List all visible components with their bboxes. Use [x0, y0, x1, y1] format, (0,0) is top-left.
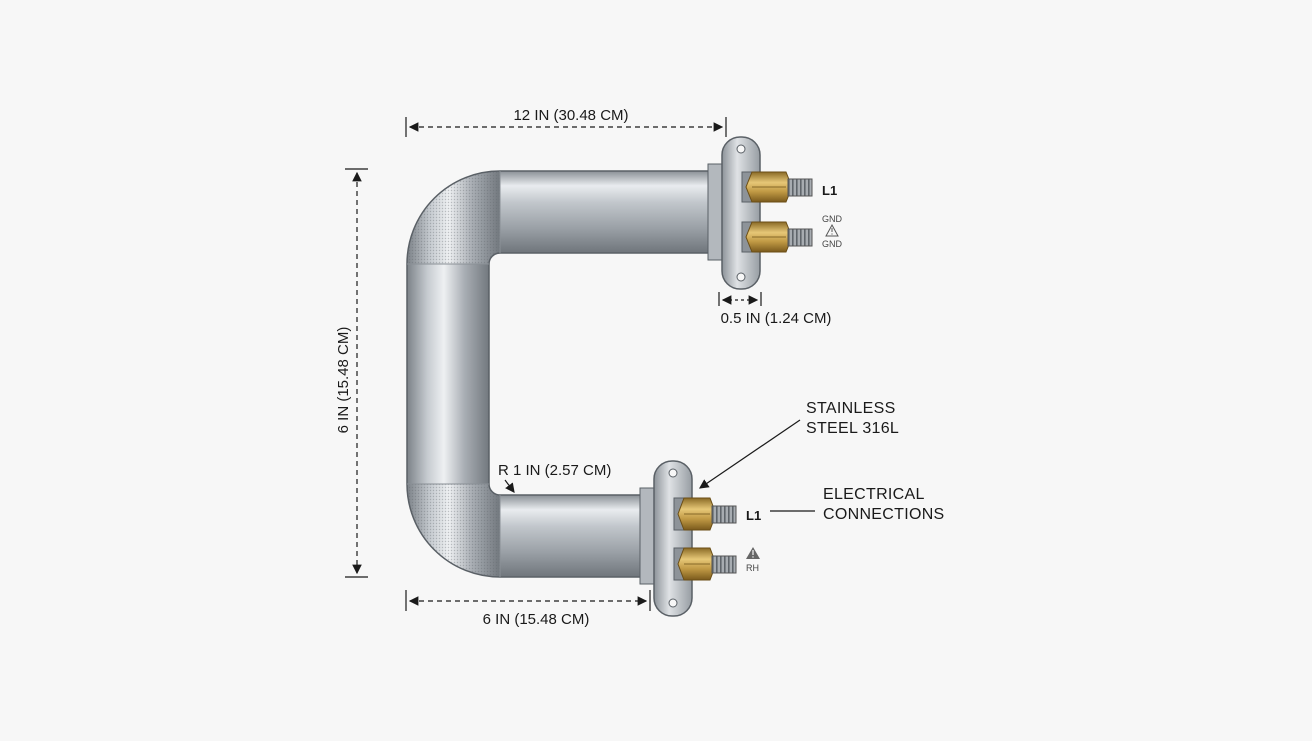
dim-flange-thickness: 0.5 IN (1.24 CM) [721, 310, 832, 327]
terminal-top-l1: L1 [822, 183, 837, 198]
material-label-line1: STAINLESS [806, 400, 896, 417]
top-flange [707, 136, 813, 290]
terminal-bottom-rh: RH [746, 563, 759, 573]
terminal-top-gnd-b: GND [822, 239, 843, 249]
dim-top-length: 12 IN (30.48 CM) [513, 107, 628, 124]
tube-bottom-section [500, 495, 645, 577]
tube-vertical-section [407, 262, 489, 486]
tube-bottom-bend-texture [407, 484, 500, 577]
flange-bolt-hole [736, 144, 746, 154]
u-tube [406, 170, 715, 578]
threaded-stud-icon [787, 178, 813, 197]
terminal-bottom-l1: L1 [746, 508, 761, 523]
terminal-top-gnd-a: GND [822, 214, 843, 224]
flange-bolt-hole [668, 468, 678, 478]
dim-height: 6 IN (15.48 CM) [335, 327, 352, 434]
bottom-flange [639, 460, 737, 617]
threaded-stud-icon [711, 555, 737, 574]
warning-triangle-icon [825, 223, 839, 237]
threaded-stud-icon [787, 228, 813, 247]
dim-bend-radius: R 1 IN (2.57 CM) [498, 462, 611, 479]
flange-bolt-hole [736, 272, 746, 282]
tube-top-section [500, 171, 715, 253]
threaded-stud-icon [711, 505, 737, 524]
flange-bolt-hole [668, 598, 678, 608]
material-label-line2: STEEL 316L [806, 420, 899, 437]
electrical-label-line1: ELECTRICAL [823, 486, 925, 503]
warning-triangle-icon [746, 547, 760, 559]
tube-top-bend-texture [407, 171, 500, 264]
dim-bottom-length: 6 IN (15.48 CM) [483, 611, 590, 628]
dimension-lines [345, 117, 815, 611]
electrical-label-line2: CONNECTIONS [823, 506, 945, 523]
